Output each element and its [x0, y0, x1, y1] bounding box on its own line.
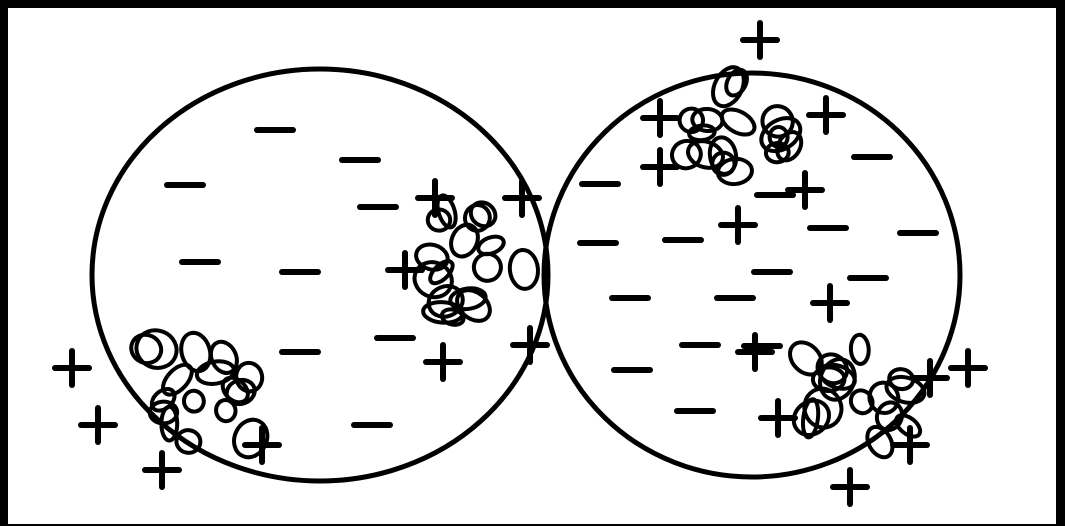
positive-charge	[951, 351, 985, 385]
positive-charge	[788, 173, 822, 207]
cluster-blob	[850, 334, 869, 364]
positive-charge	[426, 345, 460, 379]
positive-charge	[738, 335, 772, 369]
positive-charge	[418, 181, 452, 215]
positive-charge	[643, 101, 677, 135]
positive-charge	[809, 98, 843, 132]
cluster-1	[126, 324, 273, 463]
cluster-blob	[508, 249, 540, 291]
positive-charge	[513, 328, 547, 362]
cluster-blob	[471, 250, 505, 284]
positive-charge	[833, 470, 867, 504]
positive-charge	[813, 286, 847, 320]
positive-charge	[743, 23, 777, 57]
positive-charge	[913, 361, 947, 395]
clusters-group	[126, 62, 927, 463]
positive-charge	[55, 351, 89, 385]
cluster-blob	[228, 414, 273, 463]
positive-charge	[721, 208, 755, 242]
cluster-blob	[234, 361, 265, 394]
positive-charge	[81, 408, 115, 442]
cluster-blob	[182, 389, 205, 413]
positive-charge	[145, 453, 179, 487]
positive-charge	[761, 401, 795, 435]
cluster-blob	[126, 330, 166, 368]
